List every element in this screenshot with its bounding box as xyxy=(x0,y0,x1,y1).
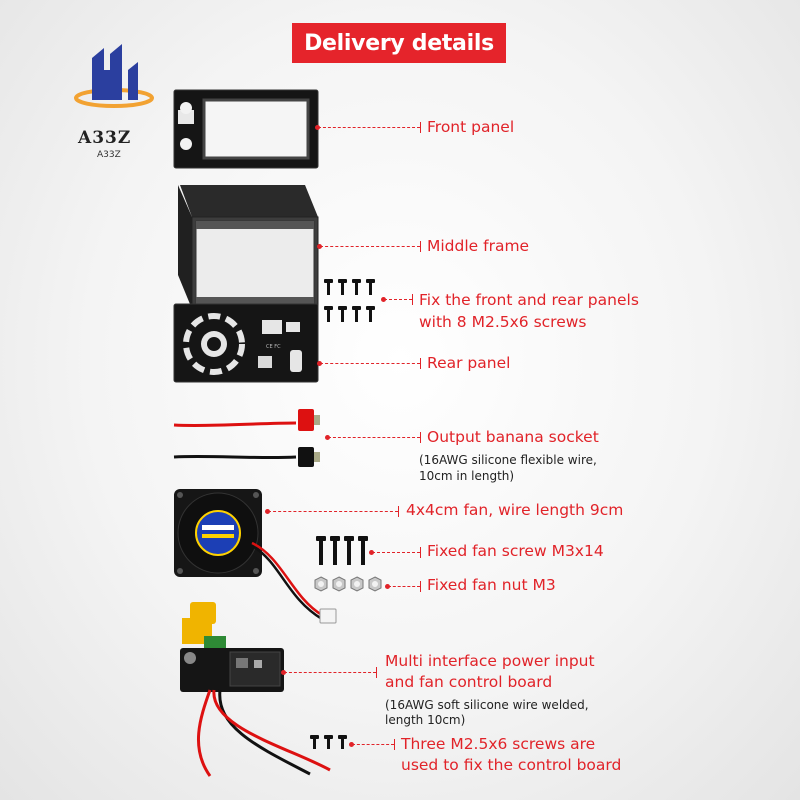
rear-panel-leader xyxy=(317,358,421,369)
fan-screws-leader xyxy=(369,547,421,558)
fan-image xyxy=(174,489,337,624)
middle-frame-label: Middle frame xyxy=(427,237,530,255)
brand-logo-subtext: A33Z xyxy=(97,150,121,160)
middle-frame-leader xyxy=(317,241,421,252)
board-screws-leader xyxy=(349,739,395,750)
fan-nuts-label: Fixed fan nut M3 xyxy=(427,576,556,594)
front-panel-label: Front panel xyxy=(427,118,515,136)
banana-socket-note-line2: 10cm in length) xyxy=(419,469,515,483)
rear-panel-label: Rear panel xyxy=(427,354,511,372)
fan-screws-image xyxy=(316,536,368,565)
control-board-label-line2: and fan control board xyxy=(385,673,553,691)
page-title: Delivery details xyxy=(292,23,506,63)
control-board-note-line2: length 10cm) xyxy=(385,713,466,727)
control-board-note-line1: (16AWG soft silicone wire welded, xyxy=(385,698,589,712)
panel-screws-leader xyxy=(381,294,413,305)
front-panel-image xyxy=(173,89,319,169)
banana-socket-leader xyxy=(325,432,421,443)
control-board-image xyxy=(180,602,331,777)
banana-socket-note-line1: (16AWG silicone flexible wire, xyxy=(419,453,597,467)
banana-socket-label: Output banana socket xyxy=(427,428,599,446)
fan-label: 4x4cm fan, wire length 9cm xyxy=(406,501,624,519)
brand-logo-mark xyxy=(74,44,154,108)
banana-socket-image xyxy=(173,409,320,467)
fan-screws-label: Fixed fan screw M3x14 xyxy=(427,542,604,560)
panel-screws-label-line1: Fix the front and rear panels xyxy=(419,291,639,309)
panel-screws-image xyxy=(324,279,375,322)
brand-logo: A33Z A33Z xyxy=(70,40,160,170)
rear-panel-image: CE FC xyxy=(173,303,319,383)
board-screws-image xyxy=(310,735,347,749)
control-board-label-line1: Multi interface power input xyxy=(385,652,595,670)
fan-nuts-leader xyxy=(385,581,421,592)
panel-screws-label-line2: with 8 M2.5x6 screws xyxy=(419,313,587,331)
board-screws-label-line1: Three M2.5x6 screws are xyxy=(401,735,596,753)
svg-text:CE FC: CE FC xyxy=(266,344,281,350)
middle-frame-image xyxy=(178,185,319,310)
front-panel-leader xyxy=(315,122,421,133)
board-screws-label-line2: used to fix the control board xyxy=(401,756,622,774)
fan-leader xyxy=(265,506,399,517)
fan-nuts-image xyxy=(314,576,382,592)
control-board-leader xyxy=(281,667,377,678)
brand-logo-text: A33Z xyxy=(78,128,132,148)
